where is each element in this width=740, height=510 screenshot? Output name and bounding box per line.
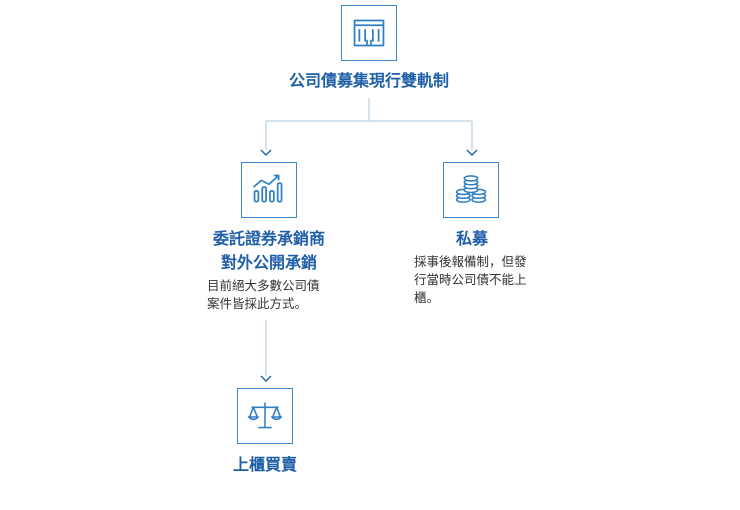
branch-underwriting-description-line-2: 案件皆採此方式。 (207, 296, 308, 311)
branch-private-description-line-2: 行當時公司債不能上 (414, 272, 527, 287)
root-title: 公司債募集現行雙軌制 (288, 71, 449, 90)
balance-scale-icon (247, 402, 283, 429)
root-node-icon-box (341, 5, 397, 61)
leaf-otc-title: 上櫃買賣 (232, 455, 297, 474)
arrow-down-icon (466, 149, 478, 156)
branch-private-description-line-3: 櫃。 (414, 290, 440, 305)
coin-stack-icon (455, 175, 487, 203)
branch-underwriting-title-line-1: 委託證券承銷商 (212, 229, 325, 248)
branch-private-description-line-1: 採事後報備制，但發 (414, 254, 527, 269)
branch-private-title: 私募 (455, 229, 488, 248)
rising-chart-icon (252, 174, 283, 203)
branch-underwriting-description-line-1: 目前絕大多數公司債 (207, 278, 320, 293)
arrow-down-icon (260, 375, 272, 382)
arrow-down-icon (260, 149, 272, 156)
branch-private-icon-box (443, 162, 499, 218)
branch-underwriting-icon-box (241, 162, 297, 218)
leaf-otc-icon-box (237, 388, 293, 444)
building-icon (353, 19, 385, 47)
branch-underwriting-title-line-2: 對外公開承銷 (220, 253, 317, 272)
